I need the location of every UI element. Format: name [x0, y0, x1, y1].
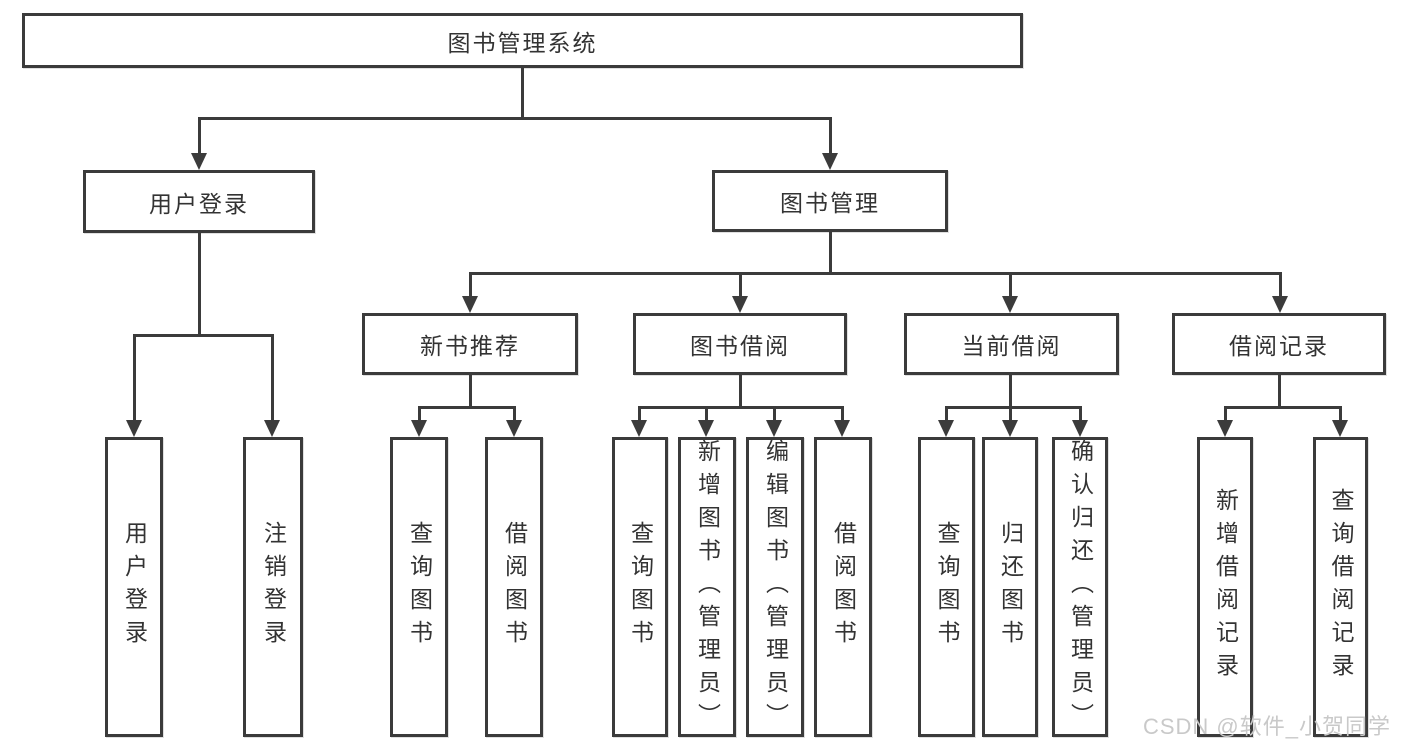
- connector-line: [418, 406, 516, 409]
- arrowhead-down-icon: [411, 420, 427, 437]
- arrowhead-down-icon: [631, 420, 647, 437]
- leaf-return-book: 归还图书: [982, 437, 1038, 737]
- arrowhead-down-icon: [191, 153, 207, 170]
- connector-line: [133, 334, 136, 421]
- connector-line: [638, 406, 641, 421]
- connector-line: [513, 406, 516, 421]
- node-label: 图书借阅: [690, 333, 790, 359]
- node-label: 归还图书: [997, 521, 1024, 653]
- node-book-borrow: 图书借阅: [633, 313, 847, 375]
- connector-line: [1339, 406, 1342, 421]
- connector-line: [1279, 272, 1282, 296]
- connector-line: [739, 375, 742, 409]
- leaf-logout: 注销登录: [243, 437, 303, 737]
- arrowhead-down-icon: [1217, 420, 1233, 437]
- leaf-query-borrow-record: 查询借阅记录: [1313, 437, 1368, 737]
- csdn-watermark: CSDN @软件_小贺同学: [1142, 714, 1391, 739]
- leaf-query-books-current: 查询图书: [918, 437, 975, 737]
- arrowhead-down-icon: [938, 420, 954, 437]
- connector-line: [829, 117, 832, 154]
- node-label: 查询图书: [406, 521, 433, 653]
- arrowhead-down-icon: [264, 420, 280, 437]
- leaf-add-book-admin: 新增图书（管理员）: [678, 437, 736, 737]
- node-label: 借阅图书: [830, 521, 857, 653]
- connector-line: [841, 406, 844, 421]
- arrowhead-down-icon: [126, 420, 142, 437]
- connector-line: [1278, 375, 1281, 409]
- node-label: 图书管理系统: [447, 29, 598, 56]
- node-borrow-records: 借阅记录: [1172, 313, 1386, 375]
- node-label: 当前借阅: [961, 333, 1062, 359]
- connector-line: [198, 117, 832, 120]
- node-user-login: 用户登录: [83, 170, 315, 233]
- connector-line: [469, 272, 1282, 275]
- connector-line: [638, 406, 844, 409]
- connector-line: [945, 406, 948, 421]
- node-label: 查询图书: [934, 521, 960, 653]
- arrowhead-down-icon: [698, 420, 714, 437]
- arrowhead-down-icon: [834, 420, 850, 437]
- arrowhead-down-icon: [1002, 420, 1018, 437]
- connector-line: [829, 232, 832, 275]
- connector-line: [418, 406, 421, 421]
- arrowhead-down-icon: [766, 420, 782, 437]
- connector-line: [521, 68, 524, 118]
- connector-line: [1009, 406, 1012, 421]
- node-label: 新增借阅记录: [1212, 488, 1239, 686]
- leaf-borrow-books: 借阅图书: [814, 437, 872, 737]
- arrowhead-down-icon: [1332, 420, 1348, 437]
- leaf-borrow-books-recommend: 借阅图书: [485, 437, 543, 737]
- leaf-add-borrow-record: 新增借阅记录: [1197, 437, 1253, 737]
- node-label: 借阅记录: [1229, 333, 1329, 359]
- node-label: 新书推荐: [420, 333, 520, 359]
- node-label: 用户登录: [149, 190, 249, 217]
- connector-line: [1009, 375, 1012, 409]
- arrowhead-down-icon: [822, 153, 838, 170]
- connector-line: [133, 334, 274, 337]
- connector-line: [773, 406, 776, 421]
- connector-line: [1224, 406, 1227, 421]
- connector-line: [198, 233, 201, 337]
- arrowhead-down-icon: [1272, 296, 1288, 313]
- leaf-edit-book-admin: 编辑图书（管理员）: [746, 437, 804, 737]
- leaf-user-login: 用户登录: [105, 437, 163, 737]
- leaf-query-books-borrow: 查询图书: [612, 437, 668, 737]
- node-book-management: 图书管理: [712, 170, 948, 232]
- node-label: 查询图书: [627, 521, 654, 653]
- node-label: 确认归还（管理员）: [1067, 438, 1094, 736]
- connector-line: [271, 334, 274, 421]
- connector-line: [1224, 406, 1342, 409]
- connector-line: [1079, 406, 1082, 421]
- arrowhead-down-icon: [506, 420, 522, 437]
- connector-line: [469, 272, 472, 296]
- leaf-query-books-recommend: 查询图书: [390, 437, 448, 737]
- arrowhead-down-icon: [732, 296, 748, 313]
- arrowhead-down-icon: [462, 296, 478, 313]
- connector-line: [945, 406, 1082, 409]
- node-label: 用户登录: [121, 521, 148, 653]
- node-label: 借阅图书: [501, 521, 528, 653]
- connector-line: [705, 406, 708, 421]
- node-new-book-recommend: 新书推荐: [362, 313, 578, 375]
- node-label: 新增图书（管理员）: [694, 438, 721, 736]
- node-root: 图书管理系统: [22, 13, 1023, 68]
- node-label: 注销登录: [260, 521, 287, 653]
- arrowhead-down-icon: [1002, 296, 1018, 313]
- connector-line: [1009, 272, 1012, 296]
- node-label: 图书管理: [780, 190, 880, 216]
- node-label: 查询借阅记录: [1328, 488, 1354, 686]
- node-label: 编辑图书（管理员）: [762, 438, 789, 736]
- node-current-borrow: 当前借阅: [904, 313, 1119, 375]
- arrowhead-down-icon: [1072, 420, 1088, 437]
- connector-line: [198, 117, 201, 154]
- connector-line: [469, 375, 472, 409]
- leaf-confirm-return-admin: 确认归还（管理员）: [1052, 437, 1108, 737]
- connector-line: [739, 272, 742, 296]
